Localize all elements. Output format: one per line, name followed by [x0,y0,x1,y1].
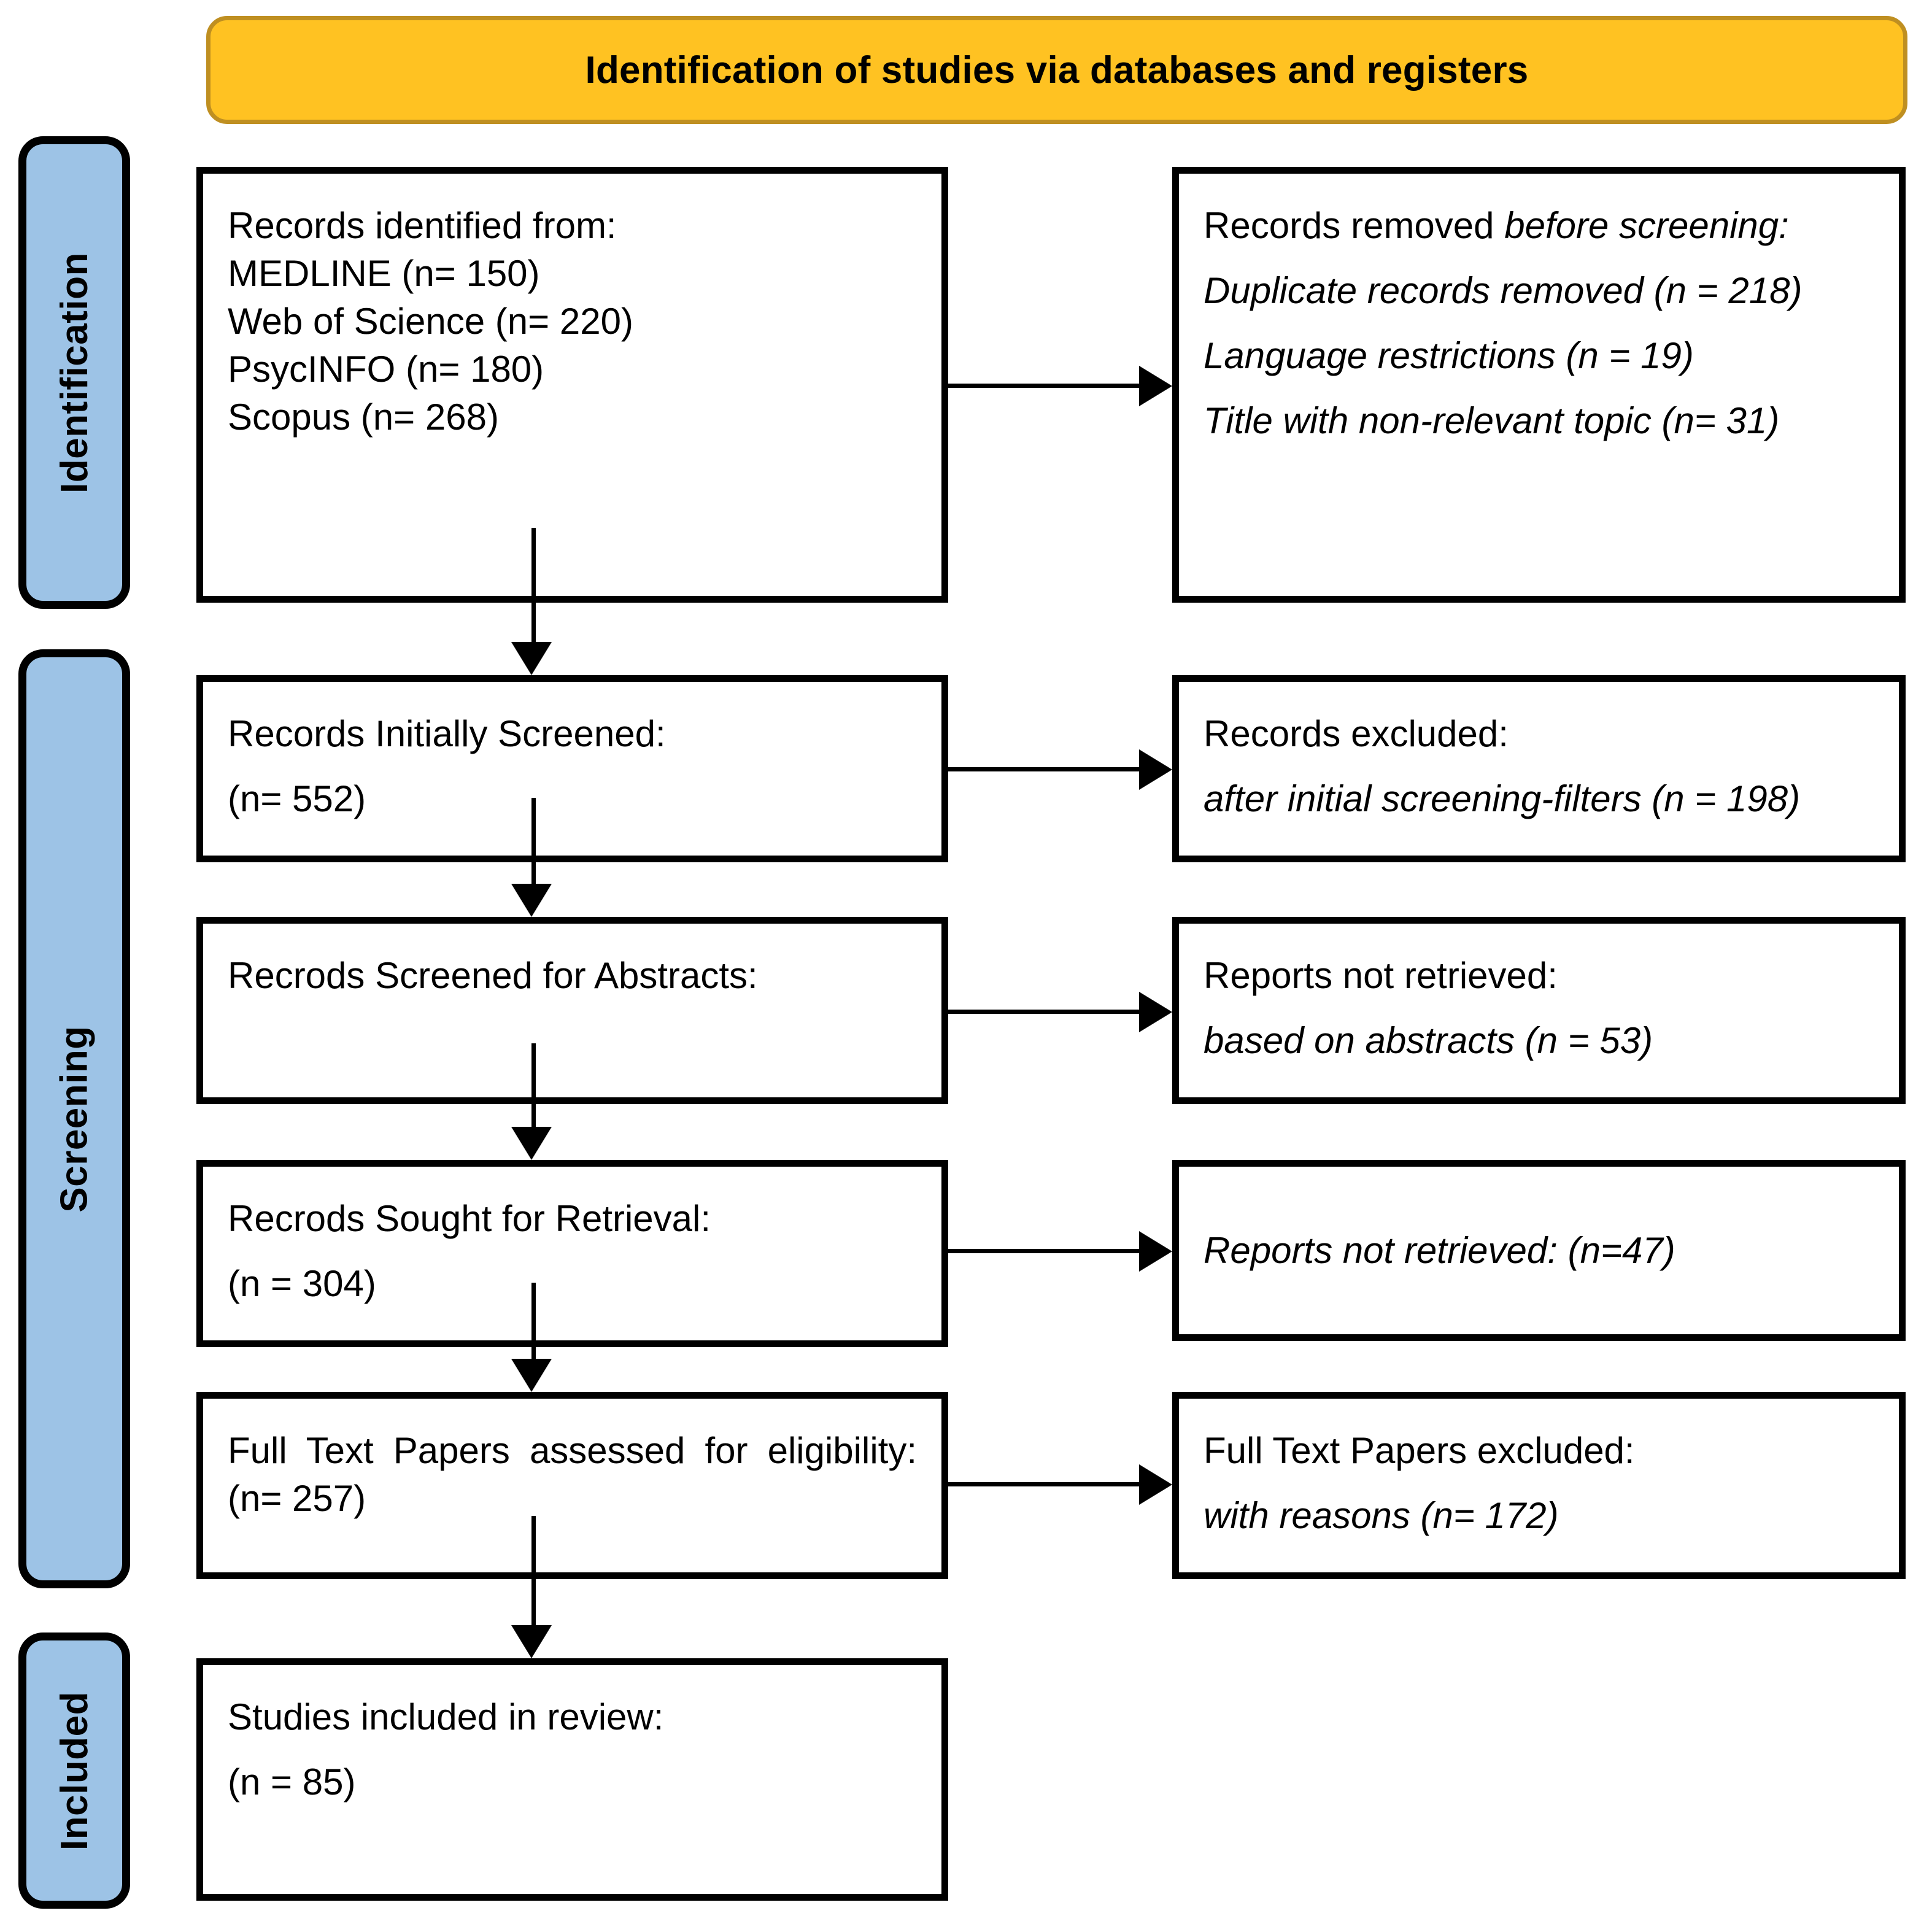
box-records-sought-retrieval: Recrods Sought for Retrieval: (n = 304) [196,1160,948,1347]
stage-label-screening: Screening [18,649,130,1588]
studies-included-line-2: (n = 85) [228,1761,356,1803]
records-screened-line-1: Records Initially Screened: [228,713,666,754]
diagram-title-text: Identification of studies via databases … [585,48,1529,91]
records-removed-heading-normal: Records removed [1204,205,1505,246]
box-records-identified: Records identified from: MEDLINE (n= 150… [196,167,948,603]
fulltext-excluded-line-1: Full Text Papers excluded: [1204,1430,1635,1471]
records-removed-line-1: Duplicate records removed (n = 218) [1204,270,1803,311]
box-reports-not-retrieved: Reports not retrieved: based on abstract… [1172,917,1906,1104]
box-records-screened-abstracts: Recrods Screened for Abstracts: [196,917,948,1104]
records-sought-line-2: (n = 304) [228,1263,376,1304]
records-abstracts-line-1: Recrods Screened for Abstracts: [228,955,758,996]
reports-not-retrieved-line-2: based on abstracts (n = 53) [1204,1020,1653,1061]
records-identified-line-3: Web of Science (n= 220) [228,301,633,342]
fulltext-assessed-line-1: Full Text Papers assessed for eligibilit… [228,1430,917,1519]
box-records-removed: Records removed before screening: Duplic… [1172,167,1906,603]
box-fulltext-excluded: Full Text Papers excluded: with reasons … [1172,1392,1906,1579]
records-sought-line-1: Recrods Sought for Retrieval: [228,1198,711,1239]
box-records-excluded: Records excluded: after initial screenin… [1172,675,1906,862]
records-excluded-line-2: after initial screening-filters (n = 198… [1204,778,1801,819]
fulltext-excluded-line-2: with reasons (n= 172) [1204,1495,1559,1536]
records-screened-line-2: (n= 552) [228,778,366,819]
stage-label-identification: Identification [18,136,130,609]
records-identified-line-5: Scopus (n= 268) [228,396,499,438]
records-removed-line-3: Title with non-relevant topic (n= 31) [1204,400,1780,441]
diagram-title-banner: Identification of studies via databases … [206,16,1907,124]
records-removed-line-2: Language restrictions (n = 19) [1204,335,1694,376]
box-records-initially-screened: Records Initially Screened: (n= 552) [196,675,948,862]
records-identified-line-1: Records identified from: [228,205,617,246]
box-fulltext-assessed: Full Text Papers assessed for eligibilit… [196,1392,948,1579]
records-excluded-line-1: Records excluded: [1204,713,1509,754]
box-reports-not-retrieved-2: Reports not retrieved: (n=47) [1172,1160,1906,1341]
stage-label-identification-text: Identification [53,252,96,493]
stage-label-included: Included [18,1633,130,1909]
records-removed-heading-italic: before screening: [1504,205,1789,246]
reports-not-retrieved-2-line-1: Reports not retrieved: (n=47) [1204,1229,1675,1271]
stage-label-screening-text: Screening [53,1025,96,1213]
records-identified-line-4: PsycINFO (n= 180) [228,349,544,390]
records-removed-heading: Records removed before screening: [1204,202,1874,250]
reports-not-retrieved-line-1: Reports not retrieved: [1204,955,1558,996]
records-identified-line-2: MEDLINE (n= 150) [228,253,540,294]
stage-label-included-text: Included [53,1691,96,1850]
box-studies-included: Studies included in review: (n = 85) [196,1658,948,1901]
studies-included-line-1: Studies included in review: [228,1696,664,1737]
